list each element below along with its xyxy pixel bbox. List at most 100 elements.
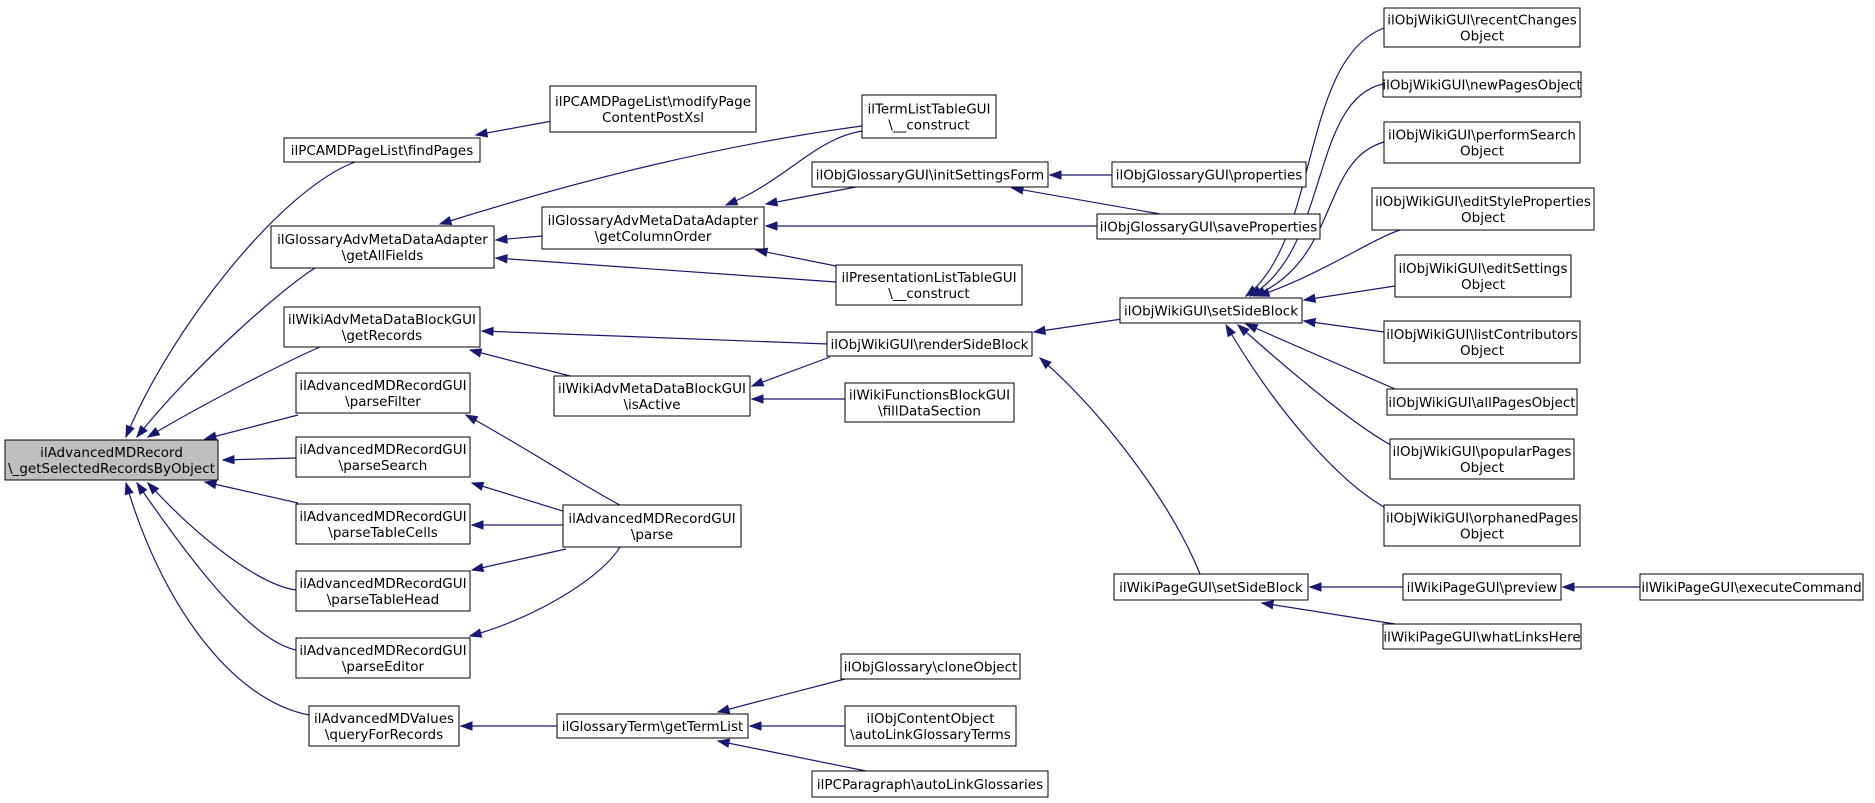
arrowhead-icon [221,454,235,465]
node-parse[interactable]: ilAdvancedMDRecordGUI\parse [562,504,742,548]
node-get-term-list[interactable]: ilGlossaryTerm\getTermList [556,713,749,739]
node-box [844,705,1017,747]
node-label: \parseEditor [342,659,425,675]
arrowhead-icon [1256,287,1271,297]
node-box [295,503,471,545]
node-box [1383,7,1581,48]
node-wiki-page-set-side-block[interactable]: ilWikiPageGUI\setSideBlock [1113,573,1309,601]
node-get-records[interactable]: ilWikiAdvMetaDataBlockGUI\getRecords [283,306,481,348]
node-label: ilObjGlossaryGUI\initSettingsForm [816,168,1044,184]
edge-line [1253,141,1385,297]
node-label: ilPCParagraph\autoLinkGlossaries [817,777,1043,793]
edge-root-to-parseFilter [203,414,299,441]
edge-line [125,161,356,438]
edge-renderSideBlock-to-wikiPageSetSideBlock [1038,357,1201,575]
node-new-pages[interactable]: ilObjWikiGUI\newPagesObject [1382,71,1582,98]
edge-line [1033,318,1123,333]
node-box [295,436,471,478]
node-clone-object[interactable]: ilObjGlossary\cloneObject [840,653,1021,680]
arrowhead-icon [438,216,453,226]
node-save-properties[interactable]: ilObjGlossaryGUI\saveProperties [1096,213,1321,240]
arrowhead-icon [470,562,485,573]
node-render-side-block[interactable]: ilObjWikiGUI\renderSideBlock [826,331,1033,357]
node-find-pages[interactable]: ilPCAMDPageList\findPages [283,137,481,163]
edge-line [469,546,621,637]
node-box [1119,297,1303,324]
node-fill-data-section[interactable]: ilWikiFunctionsBlockGUI\fillDataSection [844,382,1015,423]
node-preview[interactable]: ilWikiPageGUI\preview [1402,573,1562,601]
node-label: ilGlossaryAdvMetaDataAdapter [277,232,488,248]
node-label: ilObjWikiGUI\recentChanges [1387,13,1577,29]
node-label: \parseFilter [345,394,421,410]
arrowhead-icon [125,424,135,439]
node-pres-list-construct[interactable]: ilPresentationListTableGUI\__construct [835,264,1023,306]
node-label: \queryForRecords [325,727,443,743]
arrowhead-icon [1302,317,1317,328]
node-box [844,382,1015,423]
node-label: ilObjWikiGUI\setSideBlock [1124,304,1298,320]
edge-setSideBlock-to-popularPages [1236,324,1401,451]
node-query-for-records[interactable]: ilAdvancedMDValues\queryForRecords [308,705,460,747]
edge-line [1011,187,1161,215]
node-label: ilGlossaryAdvMetaDataAdapter [548,213,759,229]
edge-getColumnOrder-to-termList [724,129,877,206]
node-label: Object [1460,460,1504,476]
node-label: ilPCAMDPageList\findPages [291,143,474,159]
arrowhead-icon [203,479,218,490]
edge-line [204,414,299,440]
edge-getAllFields-to-presList [494,254,837,283]
edge-isActive-to-renderSideBlock [750,356,831,387]
node-label: ilObjWikiGUI\newPagesObject [1382,78,1581,94]
node-execute-command[interactable]: ilWikiPageGUI\executeCommand [1639,573,1864,601]
node-label: ilObjWikiGUI\popularPages [1393,444,1572,460]
node-box [1639,573,1864,601]
arrowhead-icon [764,221,778,231]
node-auto-link-glossaries[interactable]: ilPCParagraph\autoLinkGlossaries [811,770,1049,798]
node-box [1389,438,1575,480]
node-properties[interactable]: ilObjGlossaryGUI\properties [1111,161,1307,188]
node-get-all-fields[interactable]: ilGlossaryAdvMetaDataAdapter\getAllField… [270,225,495,269]
edge-line [1249,83,1384,297]
node-box [835,264,1023,306]
node-is-active[interactable]: ilWikiAdvMetaDataBlockGUI\isActive [553,375,751,417]
edge-line [465,414,621,506]
arrowhead-icon [468,628,483,638]
arrowhead-icon [136,481,148,496]
arrowhead-icon [459,721,473,731]
arrowhead-icon [136,425,148,439]
node-init-settings-form[interactable]: ilObjGlossaryGUI\initSettingsForm [811,161,1049,188]
node-all-pages[interactable]: ilObjWikiGUI\allPagesObject [1386,388,1578,416]
node-box [295,570,471,612]
node-what-links-here[interactable]: ilWikiPageGUI\whatLinksHere [1382,623,1582,650]
node-parse-filter[interactable]: ilAdvancedMDRecordGUI\parseFilter [295,372,471,414]
node-set-side-block[interactable]: ilObjWikiGUI\setSideBlock [1119,297,1303,324]
edge-preview-to-executeCommand [1561,582,1640,592]
node-term-list-construct[interactable]: ilTermListTableGUI\__construct [861,94,997,139]
node-root[interactable]: ilAdvancedMDRecord\_getSelectedRecordsBy… [4,439,219,481]
node-parse-search[interactable]: ilAdvancedMDRecordGUI\parseSearch [295,436,471,478]
arrowhead-icon [470,520,484,530]
edge-line [1225,324,1401,516]
node-parse-editor[interactable]: ilAdvancedMDRecordGUI\parseEditor [295,637,471,679]
node-get-column-order[interactable]: ilGlossaryAdvMetaDataAdapter\getColumnOr… [541,206,765,250]
node-box [562,504,742,548]
node-box [1382,71,1582,98]
arrowhead-icon [147,481,160,495]
node-parse-table-head[interactable]: ilAdvancedMDRecordGUI\parseTableHead [295,570,471,612]
edge-line [471,548,567,571]
node-label: \getAllFields [342,248,424,264]
node-auto-link-glossary-terms[interactable]: ilObjContentObject\autoLinkGlossaryTerms [844,705,1017,747]
node-parse-table-cells[interactable]: ilAdvancedMDRecordGUI\parseTableCells [295,503,471,545]
node-box [1111,161,1307,188]
edge-line [751,356,831,387]
edge-parseSearch-to-parse [470,481,567,513]
node-box [270,225,495,269]
